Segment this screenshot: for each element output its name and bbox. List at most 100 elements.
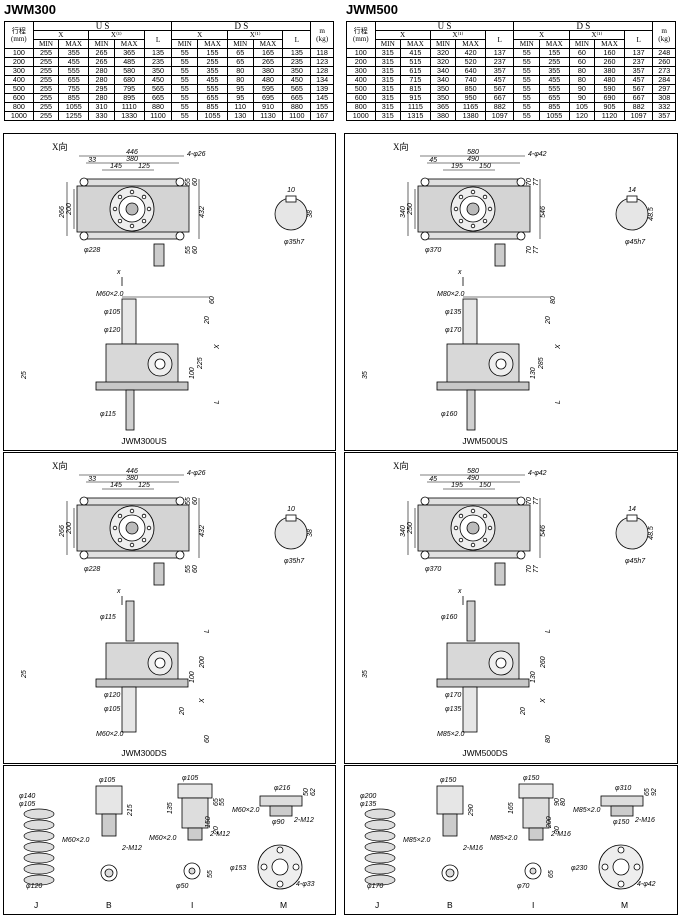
dim-label: L [555, 400, 562, 404]
table-cell: 255 [32, 111, 60, 121]
dim-label: φ70 [517, 883, 529, 890]
dim-label: 4-φ33 [296, 881, 315, 888]
dim-label: 60 [204, 735, 211, 743]
dim-label: 55 [219, 798, 226, 806]
table-cell: 1255 [58, 111, 90, 121]
screw-top [462, 298, 478, 345]
bellows-fold [23, 863, 55, 875]
shaft-end [274, 197, 308, 231]
dim-label: φ115 [100, 614, 116, 621]
accessory-i-bore [529, 867, 537, 875]
mount-hole [175, 496, 185, 506]
dim-label: φ370 [425, 566, 441, 573]
dim-label: 195 [451, 482, 463, 489]
dim-label: 14 [628, 506, 636, 513]
dim-label: X [555, 344, 562, 350]
dim-label: φ170 [445, 692, 461, 699]
accessory-b [436, 785, 464, 815]
dim-label: 200 [66, 522, 73, 535]
dim-label: 130 [530, 367, 537, 379]
header-l: L [623, 30, 654, 49]
dim-label: 70 [526, 246, 533, 254]
header-ds: D S [171, 21, 312, 31]
accessory-b-stem [101, 813, 117, 837]
dim-label: 4-φ42 [637, 881, 656, 888]
worm-shaft [153, 243, 165, 267]
accessory-m-hole [617, 880, 625, 888]
table-cell: 55 [171, 111, 199, 121]
dim-label: 490 [467, 475, 479, 482]
header-l: L [484, 30, 515, 49]
dim-label: 50 [303, 788, 310, 796]
bolt-hole [487, 206, 493, 212]
view-label: X向 [52, 460, 68, 471]
bolt-hole [453, 206, 459, 212]
screw-core [466, 202, 480, 216]
dim-label: φ140 [19, 793, 35, 800]
accessory-m-hole [292, 863, 300, 871]
dim-label: 14 [628, 187, 636, 194]
dim-label: 150 [479, 482, 491, 489]
dim-label: M85×2.0 [490, 835, 518, 842]
right-accessories-drawing: φ200φ135φ170Jφ150290M85×2.02-M16Bφ150165… [360, 775, 658, 910]
dim-label: φ150 [613, 819, 629, 826]
dim-label: 165 [508, 802, 515, 814]
dim-label: 62 [310, 788, 317, 796]
dim-label: 446 [126, 149, 138, 156]
dim-label: L [214, 400, 221, 404]
dim-label: 200 [66, 203, 73, 216]
worm-bore [495, 657, 507, 669]
dim-label: φ370 [425, 247, 441, 254]
label-j: J [34, 900, 38, 910]
dim-label: 260 [540, 656, 547, 669]
dim-label: 432 [199, 206, 206, 218]
dim-label: 145 [110, 482, 122, 489]
dim-label: 150 [205, 816, 212, 828]
bolt-hole [141, 513, 147, 519]
bolt-hole [458, 537, 464, 543]
dim-label: 55 [185, 497, 192, 505]
header-us: U S [32, 21, 173, 31]
right-title: JWM500 [346, 2, 399, 17]
header-x1: X⁽¹⁾ [429, 30, 486, 40]
bellows-fold [23, 830, 55, 842]
accessory-m-hole [276, 846, 284, 854]
dim-label: 35 [362, 371, 369, 379]
mount-hole [79, 177, 89, 187]
dim-label: X [540, 698, 547, 704]
bolt-hole [458, 218, 464, 224]
dim-label: 266 [59, 525, 66, 538]
dim-label: 45 [429, 476, 437, 483]
table-cell: 1330 [113, 111, 145, 121]
dim-label: 2-M16 [634, 817, 655, 824]
bolt-hole [146, 525, 152, 531]
dim-label: φ35h7 [284, 239, 305, 246]
bellows-fold [23, 852, 55, 864]
accessory-b-stem [442, 813, 458, 837]
dim-label: 38 [307, 529, 314, 537]
header-x: X [374, 30, 431, 40]
mount-hole [516, 231, 526, 241]
worm-shaft [494, 243, 506, 267]
accessory-b-bore [445, 868, 455, 878]
bolt-hole [112, 206, 118, 212]
table-cell: 1315 [400, 111, 431, 121]
keyway [626, 514, 638, 522]
dim-label: 100 [189, 367, 196, 379]
accessory-b [95, 785, 123, 815]
dim-label: 250 [407, 203, 414, 216]
dim-label: 4-φ26 [187, 470, 206, 477]
dim-label: 490 [467, 156, 479, 163]
accessory-i-top [518, 783, 554, 799]
accessory-m-hole [276, 880, 284, 888]
dim-label: 580 [467, 468, 479, 475]
drawing-caption: JWM500DS [462, 748, 508, 758]
accessory-m-hub [610, 805, 634, 817]
